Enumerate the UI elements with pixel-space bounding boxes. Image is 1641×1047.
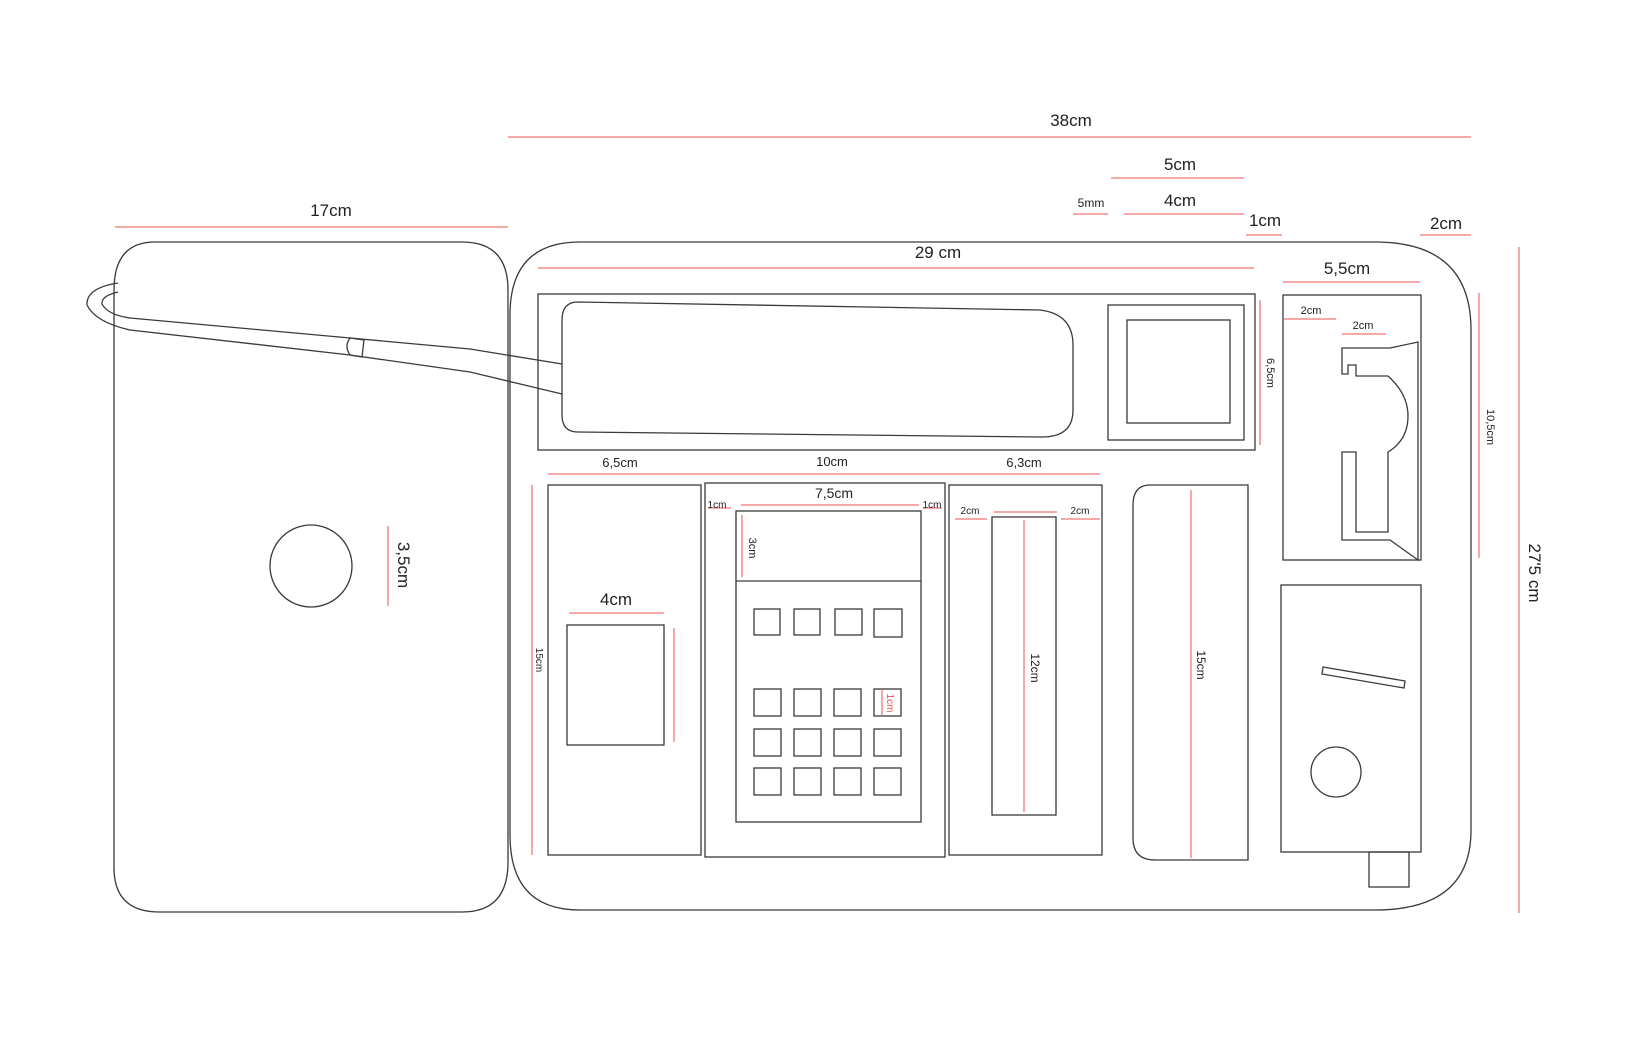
label-right-module: 5,5cm bbox=[1324, 259, 1370, 278]
key[interactable] bbox=[833, 688, 862, 717]
screen-module bbox=[547, 484, 702, 856]
label-screen-width: 4cm bbox=[600, 590, 632, 609]
label-keypad-width: 7,5cm bbox=[815, 485, 853, 501]
key[interactable] bbox=[793, 767, 822, 796]
key[interactable] bbox=[873, 767, 902, 796]
label-button: 3,5cm bbox=[394, 542, 413, 588]
label-right-slot-b: 2cm bbox=[1353, 320, 1374, 332]
label-tray-height: 15cm bbox=[1194, 650, 1208, 679]
label-right-slot-a: 2cm bbox=[1301, 305, 1322, 317]
cord-inner bbox=[101, 291, 563, 365]
key[interactable] bbox=[793, 728, 822, 757]
key[interactable] bbox=[833, 728, 862, 757]
key[interactable] bbox=[753, 767, 782, 796]
dimension-lines bbox=[115, 136, 1520, 913]
speaker-module bbox=[1280, 584, 1422, 853]
label-col1: 6,5cm bbox=[602, 455, 637, 470]
label-display-height: 3cm bbox=[746, 538, 758, 559]
keypad-module bbox=[704, 482, 946, 858]
slot-module bbox=[948, 484, 1103, 856]
label-col3: 6,3cm bbox=[1006, 455, 1041, 470]
label-slot-margin-left: 2cm bbox=[961, 506, 980, 517]
key[interactable] bbox=[833, 767, 862, 796]
keypad-keys bbox=[753, 608, 903, 796]
label-slot-height: 12cm bbox=[1028, 653, 1042, 682]
tray bbox=[1132, 484, 1249, 861]
dimension-labels: 38cm 5cm 5mm 4cm 1cm 2cm 17cm 29 cm 5,5c… bbox=[310, 111, 1544, 712]
label-keypad-margin-right: 1cm bbox=[923, 500, 942, 511]
cord-sleeve bbox=[346, 337, 365, 358]
label-handset-slot: 29 cm bbox=[915, 243, 961, 262]
bracket-module bbox=[1282, 294, 1422, 561]
label-base-width: 17cm bbox=[310, 201, 352, 220]
label-1cm: 1cm bbox=[1249, 211, 1281, 230]
speaker-slit bbox=[1321, 666, 1406, 689]
left-base-outline bbox=[113, 241, 509, 913]
key[interactable] bbox=[793, 688, 822, 717]
key[interactable] bbox=[873, 608, 903, 638]
label-handset-height: 6,5cm bbox=[1264, 358, 1276, 388]
label-2cm: 2cm bbox=[1430, 214, 1462, 233]
label-right-height: 10,5cm bbox=[1484, 409, 1496, 445]
speaker-knob bbox=[1310, 746, 1362, 798]
screen bbox=[566, 624, 665, 746]
connector-port bbox=[1368, 851, 1410, 888]
label-keypad-margin-left: 1cm bbox=[708, 500, 727, 511]
main-body bbox=[509, 241, 1472, 911]
key[interactable] bbox=[753, 688, 782, 717]
cradle-inner bbox=[1126, 319, 1231, 424]
key[interactable] bbox=[834, 608, 863, 636]
cord-outer bbox=[86, 282, 563, 395]
main-body-outline bbox=[509, 241, 1472, 911]
label-overall-depth: 27'5 cm bbox=[1525, 544, 1544, 603]
label-overall-width: 38cm bbox=[1050, 111, 1092, 130]
key[interactable] bbox=[873, 688, 902, 717]
label-col2: 10cm bbox=[816, 454, 848, 469]
label-gap: 5mm bbox=[1078, 196, 1105, 210]
key[interactable] bbox=[793, 608, 821, 636]
label-slot-margin-right: 2cm bbox=[1071, 506, 1090, 517]
handset-slot bbox=[537, 293, 1256, 451]
label-cradle: 5cm bbox=[1164, 155, 1196, 174]
card-slot bbox=[991, 516, 1057, 816]
label-col-height: 15cm bbox=[533, 648, 544, 672]
key[interactable] bbox=[753, 608, 781, 636]
cradle-outer bbox=[1107, 304, 1245, 441]
left-base-unit bbox=[113, 241, 509, 913]
key[interactable] bbox=[753, 728, 782, 757]
bracket-hook bbox=[1341, 341, 1419, 562]
handset-cord bbox=[86, 282, 563, 395]
label-key-size: 1cm bbox=[884, 694, 895, 713]
label-key: 4cm bbox=[1164, 191, 1196, 210]
handset bbox=[561, 301, 1074, 438]
round-button bbox=[269, 524, 353, 608]
key[interactable] bbox=[873, 728, 902, 757]
keypad-panel bbox=[735, 510, 922, 823]
